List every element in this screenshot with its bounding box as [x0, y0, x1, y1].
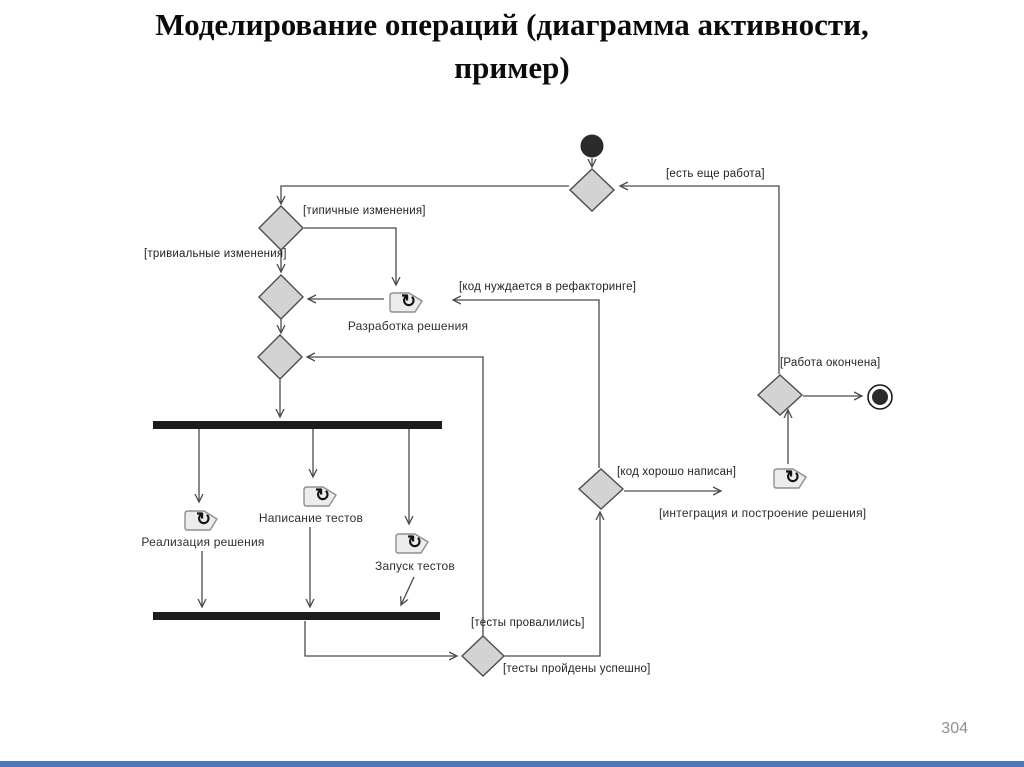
action-flag-icon [389, 292, 423, 313]
refresh-icon: ↻ [407, 532, 423, 552]
action-icon-integrate: ↻ [770, 463, 810, 493]
guard-trivial-changes: [тривиальные изменения] [144, 248, 287, 260]
guard-more-work: [есть еще работа] [666, 168, 765, 180]
action-icon-develop: ↻ [386, 287, 426, 317]
edge-runtests-to-join [401, 576, 415, 605]
diagram-edges [199, 158, 862, 656]
action-flag-icon [395, 533, 429, 554]
activity-label-run-tests: Запуск тестов [375, 559, 455, 573]
initial-node [580, 134, 604, 158]
refresh-icon: ↻ [315, 485, 331, 505]
activity-label-develop: Разработка решения [347, 319, 469, 333]
decision-merge-changes [258, 274, 304, 320]
guard-needs-refactoring: [код нуждается в рефакторинге] [459, 281, 637, 293]
action-flag-icon [184, 510, 218, 531]
slide-title-line2: пример) [454, 49, 570, 85]
edge-top-to-decision2 [281, 185, 569, 204]
guard-typical-changes: [типичные изменения] [303, 205, 426, 217]
refresh-icon: ↻ [401, 291, 417, 311]
fork-bar [153, 421, 442, 429]
bottom-accent-bar [0, 761, 1024, 767]
edge-tests-failed [307, 357, 484, 637]
decision-change-type [258, 205, 304, 251]
refresh-icon: ↻ [196, 509, 212, 529]
page-number: 304 [941, 720, 968, 737]
decision-work-finished [756, 374, 804, 416]
guard-code-well-written: [код хорошо написан] [617, 466, 737, 478]
action-flag-icon [773, 468, 807, 489]
decision-nodes [257, 168, 804, 677]
final-node [867, 384, 893, 410]
edge-join-to-test-decision [304, 621, 457, 656]
decision-code-quality [577, 468, 625, 510]
decision-tests-result [460, 635, 506, 677]
action-icon-implement: ↻ [181, 505, 221, 535]
action-icon-write-tests: ↻ [300, 481, 340, 511]
refresh-icon: ↻ [785, 467, 801, 487]
guard-work-finished: [Работа окончена] [780, 357, 881, 369]
activity-label-integrate: [интеграция и построение решения] [659, 506, 867, 520]
decision-merge-rework [257, 334, 303, 380]
action-icon-run-tests: ↻ [392, 528, 432, 558]
edge-needs-refactoring [453, 300, 600, 468]
action-flag-icon [303, 486, 337, 507]
join-bar [153, 612, 440, 620]
slide-title-line1: Моделирование операций (диаграмма активн… [155, 7, 869, 42]
edge-typical-changes [304, 227, 396, 285]
activity-label-implement: Реализация решения [141, 535, 265, 549]
edge-more-work [620, 186, 780, 374]
edge-tests-passed [504, 512, 600, 657]
decision-more-work [568, 168, 616, 212]
activity-label-write-tests: Написание тестов [258, 511, 364, 525]
slide-title: Моделирование операций (диаграмма активн… [0, 4, 1024, 90]
guard-tests-failed: [тесты провалились] [471, 617, 585, 629]
guard-tests-passed: [тесты пройдены успешно] [503, 663, 651, 675]
